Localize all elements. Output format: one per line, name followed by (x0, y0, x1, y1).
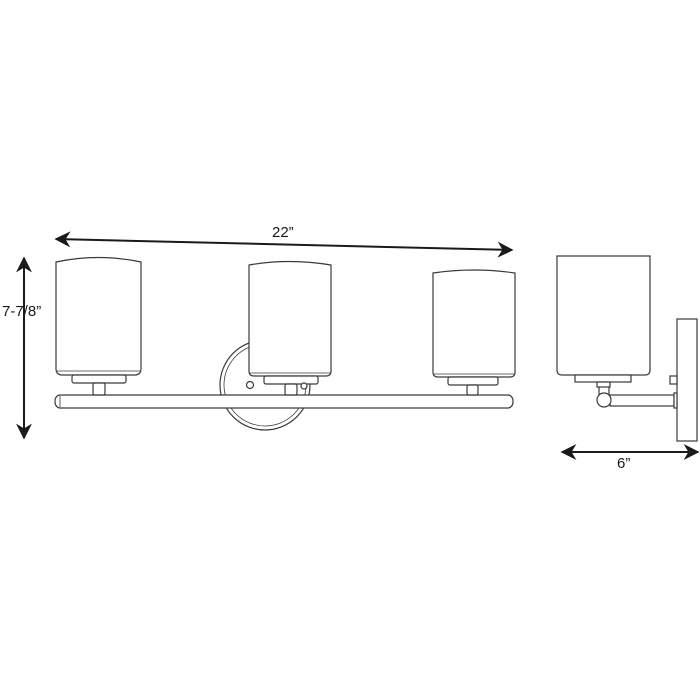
depth-dimension-label: 6” (617, 455, 631, 472)
bar-arm (54, 394, 514, 409)
front-view (54, 256, 516, 431)
shade-left (55, 256, 142, 396)
side-arm (609, 394, 675, 407)
wall-plate (676, 318, 698, 442)
side-view (556, 255, 698, 442)
shade-right (432, 269, 516, 396)
width-dimension-label: 22” (272, 224, 294, 241)
height-dimension-label: 7-7/8” (2, 303, 42, 320)
shade-center (248, 260, 332, 396)
side-shade (556, 255, 651, 376)
width-dimension-arrow (54, 231, 514, 258)
